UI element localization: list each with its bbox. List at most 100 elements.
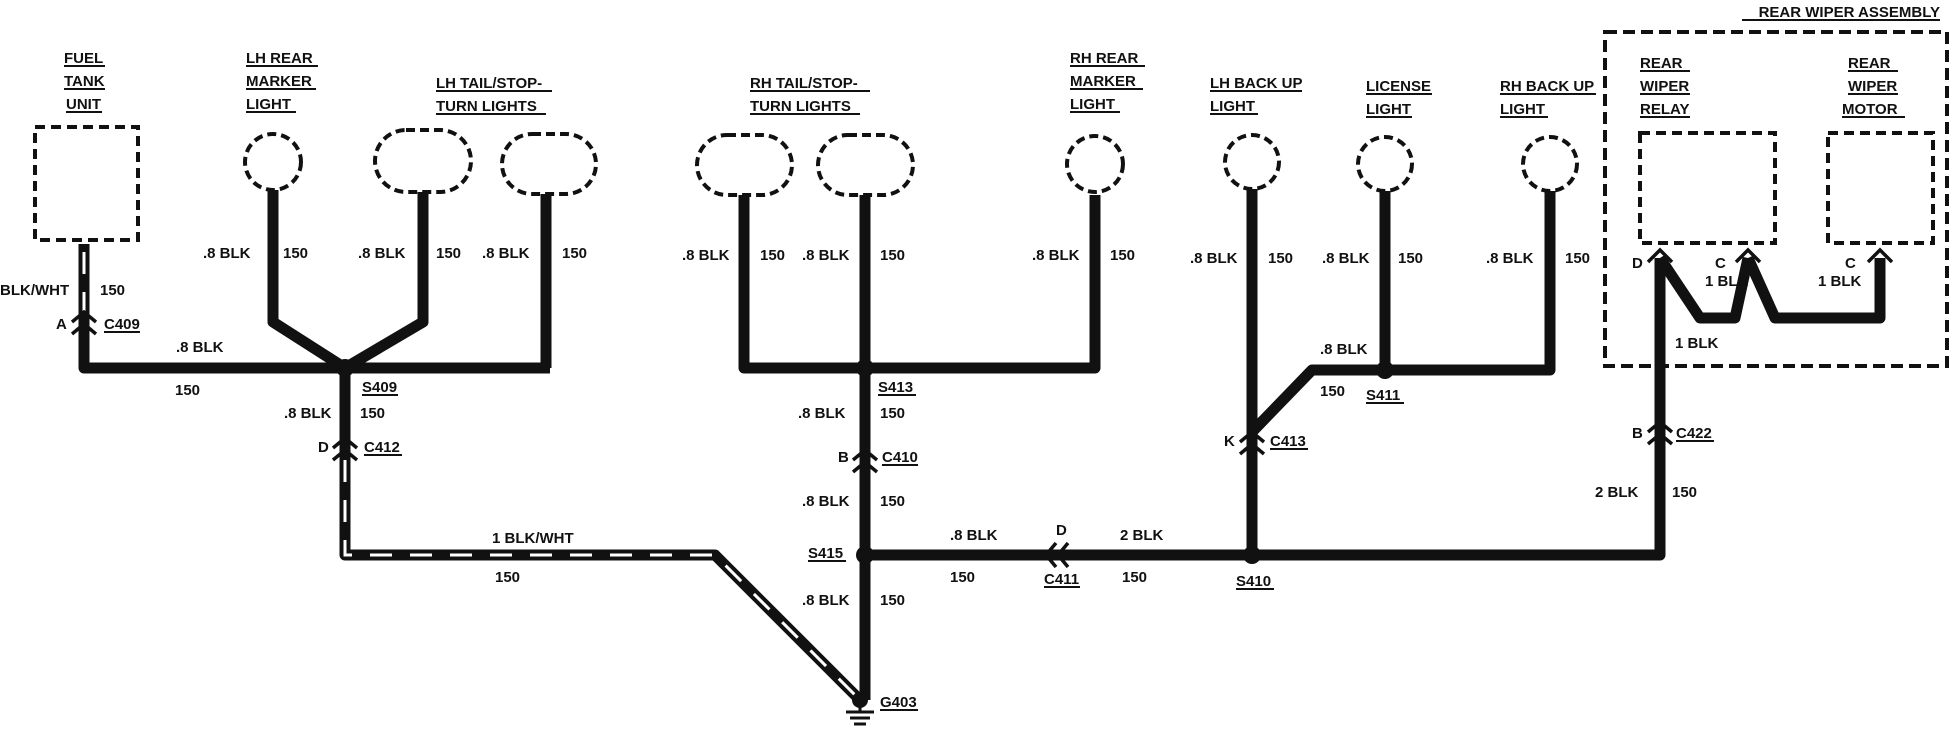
fuel-ground-circuit: 150	[175, 382, 200, 399]
c411-wire: 2 BLK	[1120, 527, 1164, 544]
license-label-1: LICENSE	[1366, 78, 1431, 95]
license-lamp	[1356, 135, 1414, 193]
wiper-relay-label-2: WIPER	[1640, 78, 1689, 95]
wiper-motor-label-1: REAR	[1848, 55, 1891, 72]
rh-marker-lamp	[1065, 134, 1125, 194]
s411-wire: .8 BLK	[1320, 341, 1368, 358]
s409-label: S409	[362, 379, 397, 396]
wiper-motor-label-2: WIPER	[1848, 78, 1897, 95]
rh-backup-label-1: RH BACK UP	[1500, 78, 1594, 95]
relay-down-wire-label: 1 BLK	[1675, 335, 1719, 352]
lh-marker-circuit: 150	[283, 245, 308, 262]
wiper-motor-label-3: MOTOR	[1842, 101, 1898, 118]
rh-tail-2-circuit: 150	[880, 247, 905, 264]
wire-rh-backup	[1385, 191, 1556, 376]
rh-marker-circuit: 150	[1110, 247, 1135, 264]
wire-relay-c-to-motor	[1742, 255, 1886, 324]
fuel-wire-color: BLK/WHT	[0, 282, 69, 299]
lh-tail-1-wire: .8 BLK	[358, 245, 406, 262]
motor-wire-label: 1 BLK	[1818, 273, 1862, 290]
rh-tail-label-2: TURN LIGHTS	[750, 98, 851, 115]
g403-label: G403	[880, 694, 917, 711]
c410-label: C410	[882, 449, 918, 466]
rh-tail-2-wire: .8 BLK	[802, 247, 850, 264]
c411-circuit: 150	[1122, 569, 1147, 586]
fuel-tank-label-3: UNIT	[66, 96, 101, 113]
rh-backup-lamp	[1521, 135, 1579, 193]
fuel-ground-wire: .8 BLK	[176, 339, 224, 356]
s415-circuit: 150	[880, 592, 905, 609]
relay-pin-d: D	[1632, 255, 1643, 272]
lh-backup-label-1: LH BACK UP	[1210, 75, 1303, 92]
s410-label: S410	[1236, 573, 1271, 590]
s413-circuit: 150	[880, 405, 905, 422]
c411-label: C411	[1044, 571, 1079, 588]
wire-s409-stripe	[343, 460, 862, 702]
c410-connector	[851, 447, 879, 474]
wire-s415-to-s410	[865, 440, 1666, 561]
c412-pin: D	[318, 439, 329, 456]
motor-pin-c: C	[1845, 255, 1856, 272]
wiper-relay-label-1: REAR	[1640, 55, 1683, 72]
wire-relay-d-zigzag	[1655, 254, 1754, 324]
rh-tail-1-circuit: 150	[760, 247, 785, 264]
s413-splice	[856, 359, 874, 377]
lh-tail-1-circuit: 150	[436, 245, 461, 262]
s409-wire: .8 BLK	[284, 405, 332, 422]
license-circuit: 150	[1398, 250, 1423, 267]
c411-pin: D	[1056, 522, 1067, 539]
lh-backup-circuit: 150	[1268, 250, 1293, 267]
rh-tail-lamp-1	[695, 133, 794, 197]
wire-s409-down	[339, 368, 864, 704]
s413-wire: .8 BLK	[798, 405, 846, 422]
lh-tail-2-circuit: 150	[562, 245, 587, 262]
lh-ground-circuit: 150	[495, 569, 520, 586]
c409-label: C409	[104, 316, 140, 333]
relay-wire-label: 1 BLK	[1705, 273, 1749, 290]
c411-connector	[1043, 541, 1070, 569]
rear-wiper-assembly-label: REAR WIPER ASSEMBLY	[1759, 4, 1940, 21]
lh-backup-wire: .8 BLK	[1190, 250, 1238, 267]
c410-circuit: 150	[880, 493, 905, 510]
fuel-tank-label-2: TANK	[64, 73, 105, 90]
s413-label: S413	[878, 379, 913, 396]
rh-tail-1-wire: .8 BLK	[682, 247, 730, 264]
lh-ground-wire: 1 BLK/WHT	[492, 530, 574, 547]
rh-marker-wire: .8 BLK	[1032, 247, 1080, 264]
s410-splice	[1243, 546, 1261, 564]
wire-lh-marker	[267, 190, 348, 373]
s411-circuit: 150	[1320, 383, 1345, 400]
c409-pin: A	[56, 316, 67, 333]
lh-marker-label-1: LH REAR	[246, 50, 313, 67]
rh-backup-circuit: 150	[1565, 250, 1590, 267]
c409-connector	[70, 309, 98, 336]
c410-pin: B	[838, 449, 849, 466]
c410-wire: .8 BLK	[802, 493, 850, 510]
rh-marker-label-1: RH REAR	[1070, 50, 1139, 67]
lh-marker-label-3: LIGHT	[246, 96, 291, 113]
fuel-wire-circuit: 150	[100, 282, 125, 299]
lh-marker-lamp	[243, 132, 303, 192]
fuel-tank-box	[33, 125, 140, 242]
g403-ground-symbol	[846, 700, 874, 726]
c413-connector	[1238, 429, 1266, 456]
s415-wire: .8 BLK	[802, 592, 850, 609]
wire-lh-tail-1	[342, 192, 429, 373]
lh-tail-label-2: TURN LIGHTS	[436, 98, 537, 115]
wire-fuel-tank	[78, 244, 550, 374]
c422-wire: 2 BLK	[1595, 484, 1639, 501]
c413-pin: K	[1224, 433, 1235, 450]
c422-circuit: 150	[1672, 484, 1697, 501]
lh-backup-label-2: LIGHT	[1210, 98, 1255, 115]
rh-tail-lamp-2	[816, 133, 915, 197]
relay-pin-c: C	[1715, 255, 1726, 272]
c412-label: C412	[364, 439, 400, 456]
c413-label: C413	[1270, 433, 1306, 450]
rh-backup-label-2: LIGHT	[1500, 101, 1545, 118]
lh-tail-label-1: LH TAIL/STOP-	[436, 75, 542, 92]
fuel-tank-label-1: FUEL	[64, 50, 103, 67]
lh-marker-wire: .8 BLK	[203, 245, 251, 262]
wire-rh-tail-1	[738, 195, 1101, 374]
wire-license	[1248, 191, 1391, 436]
rh-tail-label-1: RH TAIL/STOP-	[750, 75, 858, 92]
